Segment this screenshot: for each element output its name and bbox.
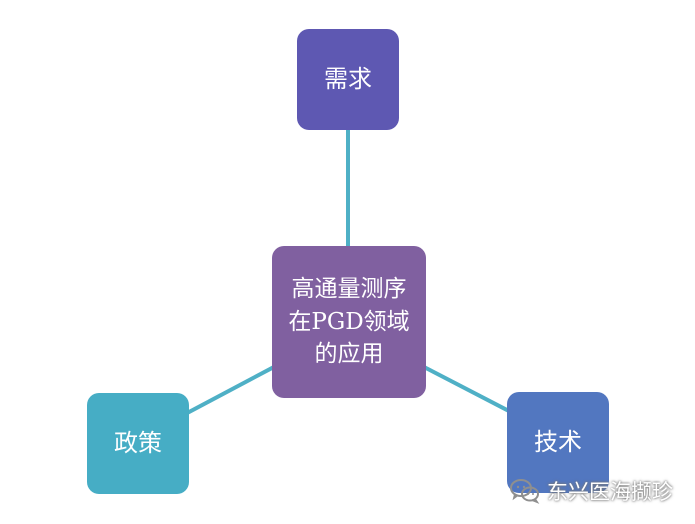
policy-label: 政策 [114,429,162,458]
center-label-line-3: 的应用 [314,341,384,368]
connector-technology [423,365,510,413]
connector-policy [186,365,275,415]
technology-node: 技术 [507,392,609,493]
demand-node: 需求 [297,29,399,130]
center-label: 高通量测序 在PGD领域 的应用 [288,273,409,371]
technology-label: 技术 [534,428,582,457]
center-node: 高通量测序 在PGD领域 的应用 [272,246,426,398]
wechat-watermark: 东兴医海撷珍 [509,476,673,506]
demand-label: 需求 [324,65,372,94]
center-label-line-2: 在PGD领域 [288,308,410,335]
watermark-text: 东兴医海撷珍 [547,480,673,504]
wechat-icon [509,477,541,505]
center-label-line-1: 高通量测序 [291,276,407,303]
policy-node: 政策 [87,393,189,494]
